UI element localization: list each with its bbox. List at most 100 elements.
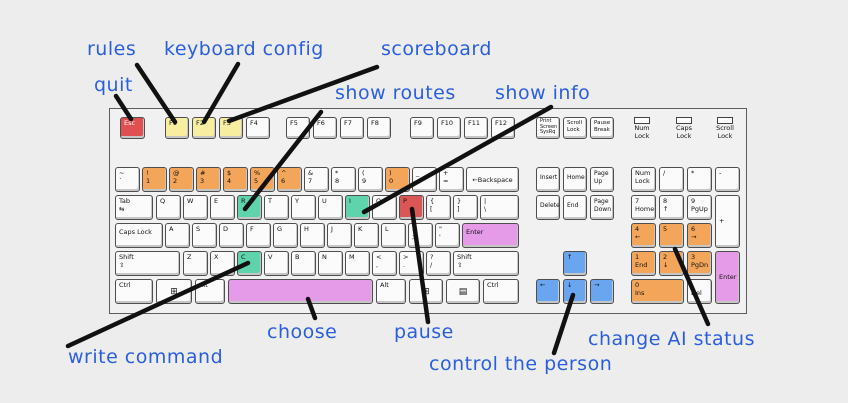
key-minus[interactable]: _ - (412, 167, 437, 192)
key-b[interactable]: B (291, 251, 316, 276)
key-print-screen[interactable]: Print Screen SysRq (536, 117, 560, 139)
key-tab[interactable]: Tab ⇆ (115, 195, 153, 220)
key-insert[interactable]: Insert (536, 167, 560, 192)
key-esc[interactable]: Esc (120, 117, 145, 139)
key-i[interactable]: I (345, 195, 370, 220)
key-n[interactable]: N (318, 251, 343, 276)
key-comma[interactable]: < , (372, 251, 397, 276)
key-j[interactable]: J (327, 223, 352, 248)
key-f10[interactable]: F10 (437, 117, 461, 139)
key-semicolon[interactable]: : ; (408, 223, 433, 248)
key-end[interactable]: End (563, 195, 587, 220)
key-numpad-minus[interactable]: - (715, 167, 740, 192)
key-slash[interactable]: ? / (426, 251, 451, 276)
key-backtick[interactable]: ~ ` (115, 167, 140, 192)
key-numpad-divide[interactable]: / (659, 167, 684, 192)
key-l[interactable]: L (381, 223, 406, 248)
key-a[interactable]: A (165, 223, 190, 248)
key-arrow-up[interactable]: ↑ (563, 251, 587, 276)
key-e[interactable]: E (210, 195, 235, 220)
key-numpad-7[interactable]: 7 Home (631, 195, 656, 220)
key-8[interactable]: * 8 (331, 167, 356, 192)
key-page-up[interactable]: Page Up (590, 167, 614, 192)
key-numpad-0[interactable]: 0 Ins (631, 279, 684, 304)
key-r[interactable]: R (237, 195, 262, 220)
key-arrow-left[interactable]: ← (536, 279, 560, 304)
key-caps-lock[interactable]: Caps Lock (115, 223, 163, 248)
key-numpad-multiply[interactable]: * (687, 167, 712, 192)
key-p[interactable]: P (399, 195, 424, 220)
key-arrow-down[interactable]: ↓ (563, 279, 587, 304)
key-pause-break[interactable]: Pause Break (590, 117, 614, 139)
key-numpad-decimal[interactable]: . Del (687, 279, 712, 304)
key-q[interactable]: Q (156, 195, 181, 220)
key-f6[interactable]: F6 (313, 117, 337, 139)
key-x[interactable]: X (210, 251, 235, 276)
key-g[interactable]: G (273, 223, 298, 248)
key-ctrl-left[interactable]: Ctrl (115, 279, 153, 304)
key-t[interactable]: T (264, 195, 289, 220)
key-scroll-lock[interactable]: Scroll Lock (563, 117, 587, 139)
key-backspace[interactable]: ←Backspace (466, 167, 519, 192)
key-numpad-9[interactable]: 9 PgUp (687, 195, 712, 220)
key-f3[interactable]: F3 (219, 117, 243, 139)
key-w[interactable]: W (183, 195, 208, 220)
key-f1[interactable]: F1 (165, 117, 189, 139)
key-shift-right[interactable]: Shift ⇧ (453, 251, 519, 276)
key-f5[interactable]: F5 (286, 117, 310, 139)
key-enter[interactable]: Enter (462, 223, 519, 248)
key-ctrl-right[interactable]: Ctrl (483, 279, 519, 304)
key-f8[interactable]: F8 (367, 117, 391, 139)
key-left-bracket[interactable]: { [ (426, 195, 451, 220)
key-period[interactable]: > . (399, 251, 424, 276)
key-numpad-3[interactable]: 3 PgDn (687, 251, 712, 276)
key-f4[interactable]: F4 (246, 117, 270, 139)
key-7[interactable]: & 7 (304, 167, 329, 192)
key-delete[interactable]: Delete (536, 195, 560, 220)
key-f11[interactable]: F11 (464, 117, 488, 139)
key-0[interactable]: ) 0 (385, 167, 410, 192)
key-arrow-right[interactable]: → (590, 279, 614, 304)
key-numpad-plus[interactable]: + (715, 195, 740, 248)
key-numpad-enter[interactable]: Enter (715, 251, 740, 304)
key-numpad-8[interactable]: 8 ↑ (659, 195, 684, 220)
key-m[interactable]: M (345, 251, 370, 276)
key-page-down[interactable]: Page Down (590, 195, 614, 220)
key-d[interactable]: D (219, 223, 244, 248)
key-right-bracket[interactable]: } ] (453, 195, 478, 220)
key-equals[interactable]: + = (439, 167, 464, 192)
key-backslash[interactable]: | \ (480, 195, 519, 220)
key-c[interactable]: C (237, 251, 262, 276)
key-shift-left[interactable]: Shift ⇧ (115, 251, 180, 276)
key-4[interactable]: $ 4 (223, 167, 248, 192)
key-2[interactable]: @ 2 (169, 167, 194, 192)
key-1[interactable]: ! 1 (142, 167, 167, 192)
menu-key-icon[interactable]: ▤ (446, 279, 480, 304)
key-quote[interactable]: " ' (435, 223, 460, 248)
key-v[interactable]: V (264, 251, 289, 276)
key-f12[interactable]: F12 (491, 117, 515, 139)
key-numpad-2[interactable]: 2 ↓ (659, 251, 684, 276)
key-u[interactable]: U (318, 195, 343, 220)
key-6[interactable]: ^ 6 (277, 167, 302, 192)
key-numpad-4[interactable]: 4 ← (631, 223, 656, 248)
key-5[interactable]: % 5 (250, 167, 275, 192)
key-z[interactable]: Z (183, 251, 208, 276)
key-f9[interactable]: F9 (410, 117, 434, 139)
key-k[interactable]: K (354, 223, 379, 248)
key-o[interactable]: O (372, 195, 397, 220)
key-f2[interactable]: F2 (192, 117, 216, 139)
key-3[interactable]: # 3 (196, 167, 221, 192)
key-y[interactable]: Y (291, 195, 316, 220)
key-f[interactable]: F (246, 223, 271, 248)
windows-key-left-icon[interactable]: ⊞ (156, 279, 192, 304)
key-space[interactable] (228, 279, 373, 304)
key-alt-left[interactable]: Alt (195, 279, 225, 304)
key-9[interactable]: ( 9 (358, 167, 383, 192)
key-s[interactable]: S (192, 223, 217, 248)
key-f7[interactable]: F7 (340, 117, 364, 139)
key-h[interactable]: H (300, 223, 325, 248)
key-numpad-1[interactable]: 1 End (631, 251, 656, 276)
key-alt-right[interactable]: Alt (376, 279, 406, 304)
key-numpad-5[interactable]: 5 (659, 223, 684, 248)
